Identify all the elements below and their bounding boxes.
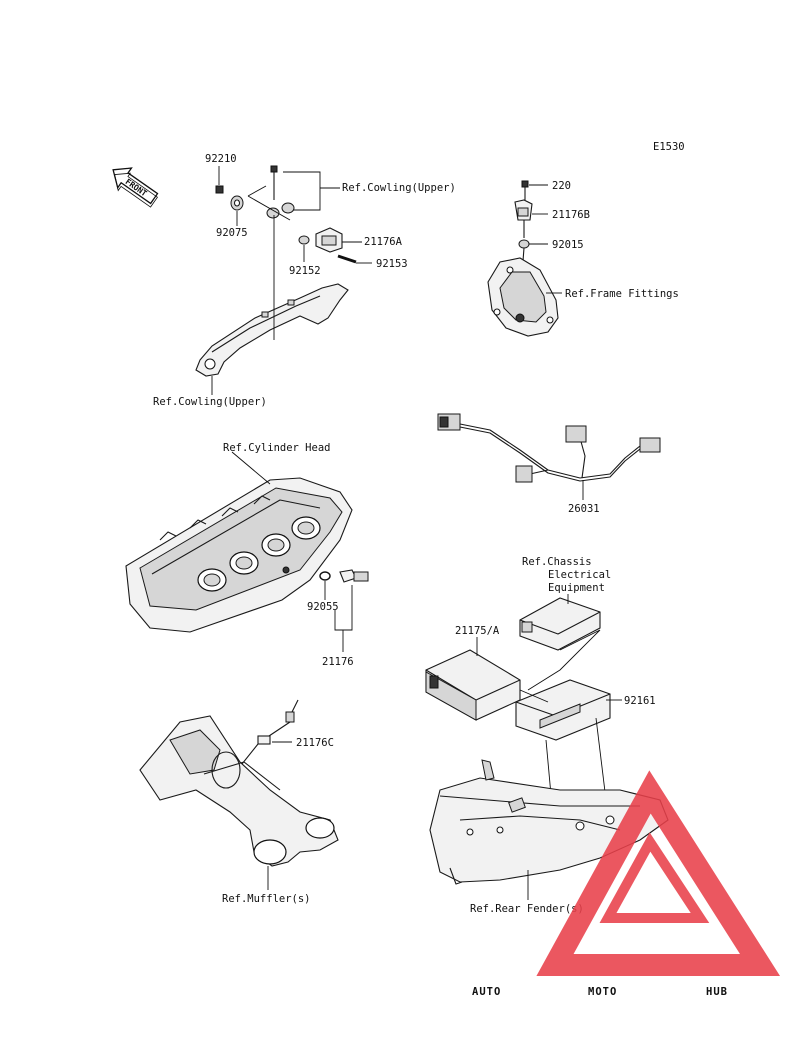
label-92153: 92153 bbox=[376, 258, 408, 270]
label-92015: 92015 bbox=[552, 239, 584, 251]
sub-harness-26031 bbox=[437, 413, 661, 483]
label-92075: 92075 bbox=[216, 227, 248, 239]
label-ref-rear-fenders: Ref.Rear Fender(s) bbox=[470, 903, 584, 915]
label-ref-chassis-2: Electrical bbox=[548, 569, 611, 581]
label-21175a: 21175/A bbox=[455, 625, 500, 637]
rear-fender bbox=[429, 759, 669, 885]
label-ref-chassis-3: Equipment bbox=[548, 582, 605, 594]
label-ref-cowling-upper-1: Ref.Cowling(Upper) bbox=[342, 182, 456, 194]
watermark-part1: AUTO bbox=[472, 986, 501, 998]
sensor-21176 bbox=[319, 569, 369, 583]
label-92161: 92161 bbox=[624, 695, 656, 707]
label-21176a: 21176A bbox=[364, 236, 403, 248]
muffler-assembly bbox=[139, 699, 339, 867]
automotohub-watermark-logo: AUTO MOTO HUB bbox=[472, 770, 781, 998]
label-ref-mufflers: Ref.Muffler(s) bbox=[222, 893, 311, 905]
front-arrow-icon: FRONT bbox=[112, 167, 159, 208]
label-220: 220 bbox=[552, 180, 571, 192]
label-92210: 92210 bbox=[205, 153, 237, 165]
label-ref-cowling-upper-2: Ref.Cowling(Upper) bbox=[153, 396, 267, 408]
diagram-code: E1530 bbox=[653, 141, 685, 153]
label-ref-frame-fittings: Ref.Frame Fittings bbox=[565, 288, 679, 300]
watermark-part2: MOTO bbox=[588, 986, 617, 998]
ecu-assembly bbox=[425, 597, 611, 851]
cowling-bracket-assembly bbox=[195, 165, 357, 377]
label-ref-cylinder-head: Ref.Cylinder Head bbox=[223, 442, 330, 454]
label-21176c: 21176C bbox=[296, 737, 334, 749]
watermark-part3: HUB bbox=[706, 986, 728, 998]
label-ref-chassis-1: Ref.Chassis bbox=[522, 556, 592, 568]
label-21176b: 21176B bbox=[552, 209, 590, 221]
label-26031: 26031 bbox=[568, 503, 600, 515]
cylinder-head bbox=[125, 477, 353, 633]
label-21176: 21176 bbox=[322, 656, 354, 668]
label-92055: 92055 bbox=[307, 601, 339, 613]
label-92152: 92152 bbox=[289, 265, 321, 277]
frame-fitting-assembly bbox=[487, 180, 559, 337]
